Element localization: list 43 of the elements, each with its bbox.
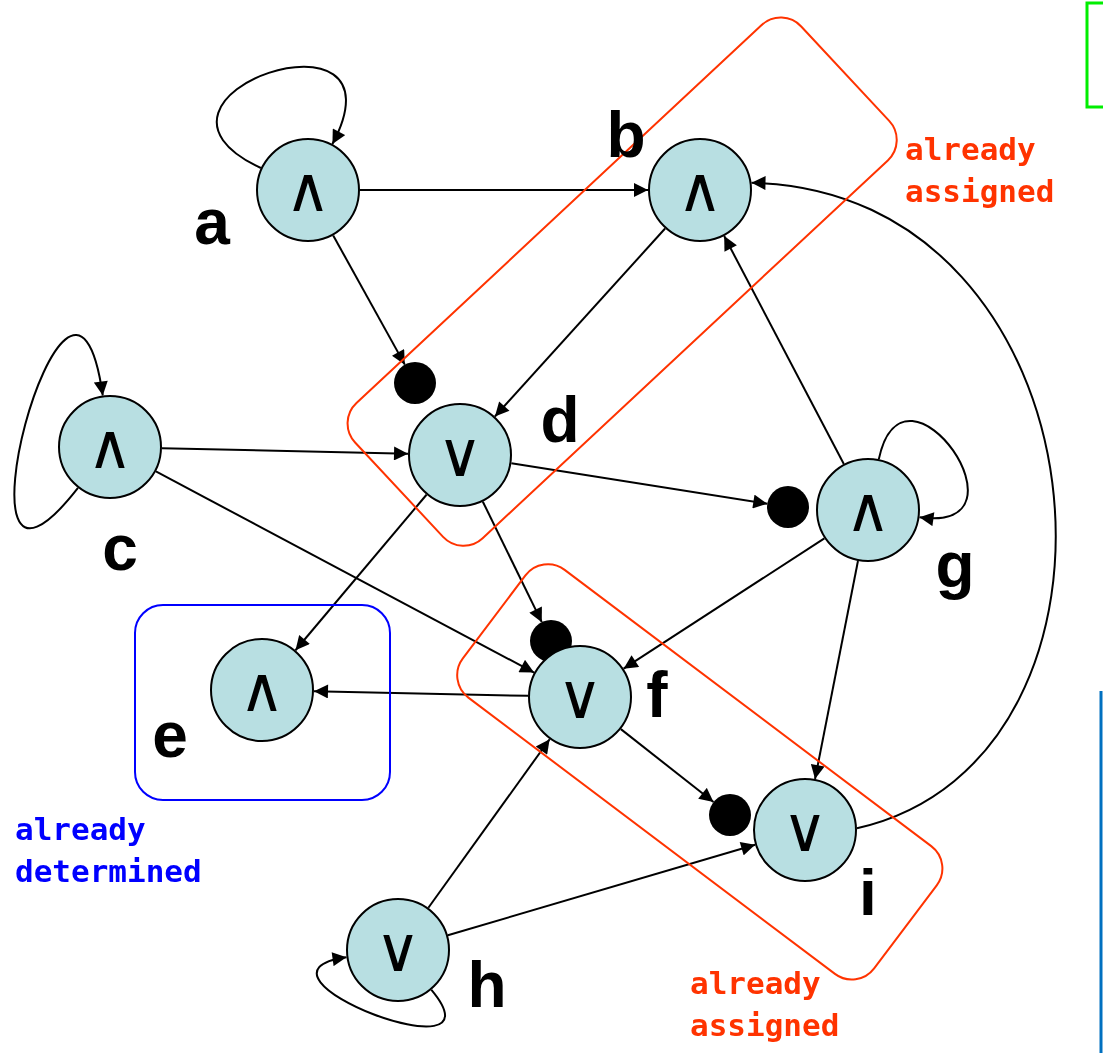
arrow [154,470,536,674]
token-dot [709,794,751,836]
arrow [877,420,969,525]
logic-node: ∧ [210,638,314,742]
arrow [510,462,769,509]
logic-node: ∨ [528,645,632,749]
arrow [217,66,346,169]
arrow [294,493,428,652]
arrow [359,183,649,197]
node-label: d [539,384,581,456]
group-label: already assigned [905,130,1056,211]
arrow [161,446,409,461]
node-label: c [101,512,139,584]
node-label: g [934,529,976,601]
arrow [723,235,845,465]
arrow [313,684,529,699]
node-label: i [858,857,878,929]
group-label: already assigned [690,964,841,1045]
logic-node: ∧ [648,138,752,242]
node-label: b [605,99,647,171]
arrow [619,728,715,803]
logic-node: ∨ [346,898,450,1002]
arrow [622,537,826,670]
node-label: f [645,659,669,731]
arrow [13,334,107,530]
logic-node: ∧ [256,138,360,242]
arrow [315,954,445,1027]
group-label: already determined [15,810,203,891]
logic-node: ∧ [58,395,162,499]
token-dot [394,362,436,404]
arrow [427,738,551,909]
logic-node: ∧ [816,458,920,562]
arrow [446,841,757,937]
arrow [493,227,667,418]
logic-node: ∨ [408,403,512,507]
arrow [481,500,543,624]
logic-node: ∨ [753,778,857,882]
arrow [332,234,406,366]
arrow [810,560,859,780]
node-label: e [151,699,189,771]
node-label: h [466,949,508,1021]
node-label: a [193,186,232,258]
arrow [750,178,1057,830]
